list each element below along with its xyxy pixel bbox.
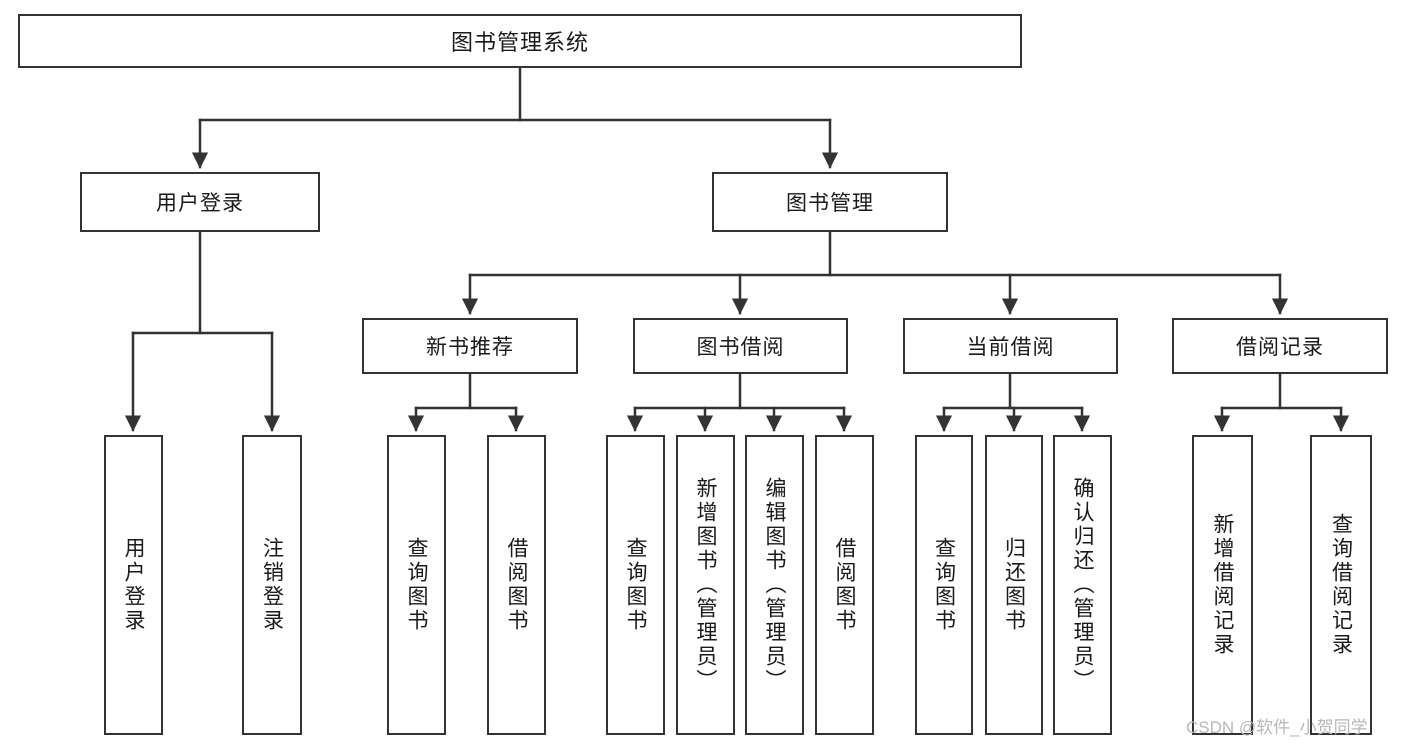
node-label: 查询图书 <box>405 537 428 633</box>
leaf-borrow-book[interactable]: 借阅图书 <box>815 435 874 735</box>
node-label: 查询图书 <box>932 537 956 633</box>
leaf-query-book-new[interactable]: 查询图书 <box>387 435 446 735</box>
leaf-add-book-admin[interactable]: 新增图书（管理员） <box>676 435 735 735</box>
leaf-borrow-book-new[interactable]: 借阅图书 <box>487 435 546 735</box>
node-label: 查询图书 <box>624 537 647 633</box>
leaf-query-book-current[interactable]: 查询图书 <box>915 435 973 735</box>
node-book-management[interactable]: 图书管理 <box>712 172 948 232</box>
node-borrowing-record[interactable]: 借阅记录 <box>1172 318 1388 374</box>
node-label: 借阅图书 <box>505 537 528 633</box>
node-label: 图书管理系统 <box>450 30 589 55</box>
leaf-add-borrowing-record[interactable]: 新增借阅记录 <box>1192 435 1253 735</box>
node-label: 注销登录 <box>260 537 284 633</box>
leaf-return-book[interactable]: 归还图书 <box>985 435 1043 735</box>
node-current-borrowing[interactable]: 当前借阅 <box>903 318 1118 374</box>
node-label: 借阅记录 <box>1236 336 1324 359</box>
node-book-management-system[interactable]: 图书管理系统 <box>18 14 1022 68</box>
node-label: 新书推荐 <box>426 336 514 359</box>
node-label: 新增借阅记录 <box>1211 513 1234 657</box>
node-new-book-recommendation[interactable]: 新书推荐 <box>362 318 578 374</box>
node-label: 用户登录 <box>156 192 244 215</box>
node-label: 新增图书（管理员） <box>694 477 717 693</box>
node-label: 确认归还（管理员） <box>1071 477 1094 693</box>
node-label: 查询借阅记录 <box>1329 513 1353 657</box>
leaf-user-login[interactable]: 用户登录 <box>104 435 163 735</box>
leaf-query-borrowing-record[interactable]: 查询借阅记录 <box>1310 435 1372 735</box>
node-label: 图书管理 <box>786 192 874 215</box>
node-book-borrowing[interactable]: 图书借阅 <box>633 318 848 374</box>
csdn-watermark: CSDN @软件_小贺同学 <box>1186 718 1368 737</box>
node-label: 用户登录 <box>122 537 145 633</box>
node-user-login[interactable]: 用户登录 <box>80 172 320 232</box>
node-label: 归还图书 <box>1002 537 1026 633</box>
node-label: 编辑图书（管理员） <box>763 477 786 693</box>
node-label: 当前借阅 <box>966 336 1055 359</box>
node-label: 图书借阅 <box>696 336 785 359</box>
leaf-logout[interactable]: 注销登录 <box>242 435 302 735</box>
leaf-edit-book-admin[interactable]: 编辑图书（管理员） <box>745 435 804 735</box>
node-label: 借阅图书 <box>833 537 856 633</box>
leaf-confirm-return-admin[interactable]: 确认归还（管理员） <box>1053 435 1112 735</box>
leaf-query-book-borrowing[interactable]: 查询图书 <box>606 435 665 735</box>
